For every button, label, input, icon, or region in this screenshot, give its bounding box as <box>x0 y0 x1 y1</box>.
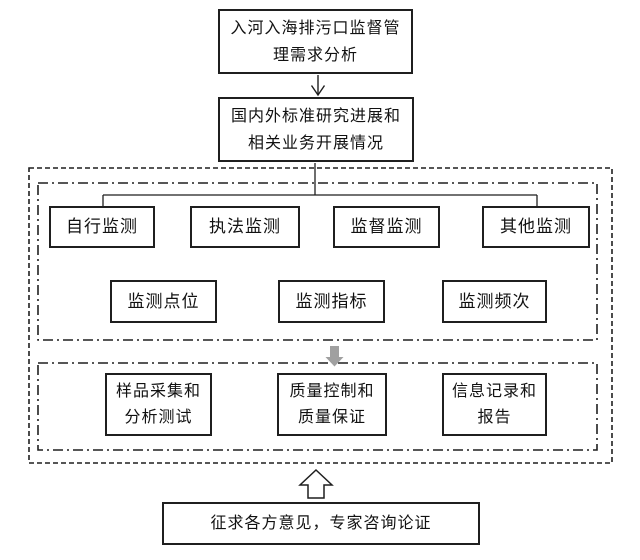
quality-control-box: 质量控制和 质量保证 <box>277 373 387 436</box>
supervision-monitoring-box: 监督监测 <box>333 206 440 248</box>
quality-control-line2: 质量保证 <box>297 408 366 426</box>
monitoring-frequency-label: 监测频次 <box>458 291 531 311</box>
consultation-box: 征求各方意见，专家咨询论证 <box>162 502 480 545</box>
monitoring-points-label: 监测点位 <box>127 291 200 311</box>
standards-research-line2: 相关业务开展情况 <box>247 134 384 152</box>
upper-dashdot-frame <box>37 182 598 341</box>
self-monitoring-label: 自行监测 <box>66 217 138 236</box>
enforcement-monitoring-label: 执法监测 <box>209 217 281 236</box>
other-monitoring-box: 其他监测 <box>482 206 590 248</box>
record-report-box: 信息记录和 报告 <box>442 373 547 436</box>
other-monitoring-label: 其他监测 <box>500 217 572 236</box>
self-monitoring-box: 自行监测 <box>49 206 155 248</box>
record-report-line2: 报告 <box>477 408 512 426</box>
demand-analysis-line2: 理需求分析 <box>272 46 358 64</box>
gray-down-arrow-icon <box>325 346 344 367</box>
standards-research-line1: 国内外标准研究进展和 <box>230 107 401 125</box>
sampling-analysis-box: 样品采集和 分析测试 <box>105 373 212 436</box>
monitoring-indicators-label: 监测指标 <box>295 291 368 311</box>
sampling-analysis-line1: 样品采集和 <box>115 382 201 400</box>
demand-analysis-line1: 入河入海排污口监督管 <box>230 19 401 37</box>
record-report-line1: 信息记录和 <box>451 382 537 400</box>
quality-control-line1: 质量控制和 <box>289 382 375 400</box>
monitoring-frequency-box: 监测频次 <box>442 280 547 323</box>
lower-dashdot-frame <box>37 362 598 451</box>
standards-research-box: 国内外标准研究进展和 相关业务开展情况 <box>218 97 414 162</box>
down-arrow-icon <box>310 75 326 97</box>
demand-analysis-box: 入河入海排污口监督管 理需求分析 <box>218 9 413 74</box>
monitoring-points-box: 监测点位 <box>110 280 217 323</box>
outer-dashed-frame <box>28 167 613 464</box>
enforcement-monitoring-box: 执法监测 <box>190 206 300 248</box>
hollow-up-arrow-icon <box>298 468 334 499</box>
supervision-monitoring-label: 监督监测 <box>350 217 423 236</box>
sampling-analysis-line2: 分析测试 <box>124 408 193 426</box>
consultation-label: 征求各方意见，专家咨询论证 <box>210 514 432 532</box>
monitoring-indicators-box: 监测指标 <box>278 280 385 323</box>
